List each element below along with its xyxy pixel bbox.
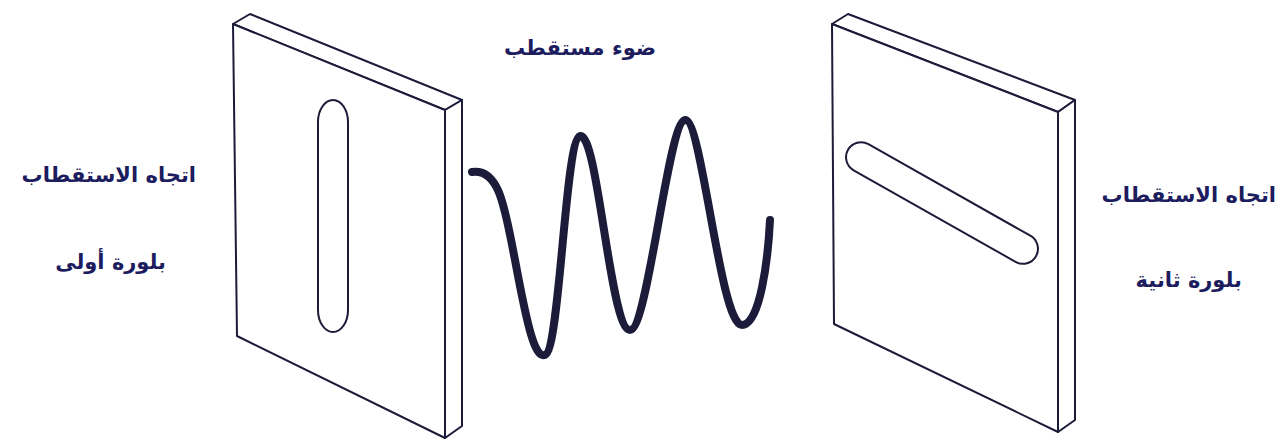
vertical-slit: [318, 100, 348, 332]
polarized-wave: [472, 120, 770, 355]
first-crystal: [233, 24, 445, 438]
second-crystal: [832, 24, 1058, 432]
horizontal-slit: [841, 137, 1044, 269]
crystal-label: بلورة ثانية: [1136, 268, 1242, 293]
crystal-label: بلورة أولى: [55, 250, 166, 275]
plate-side: [1058, 100, 1075, 432]
axis-label: اتجاه الاستقطاب: [22, 163, 196, 188]
plate-side: [445, 100, 462, 438]
axis-label: اتجاه الاستقطاب: [1102, 183, 1276, 208]
wave-label: ضوء مستقطب: [504, 36, 656, 61]
